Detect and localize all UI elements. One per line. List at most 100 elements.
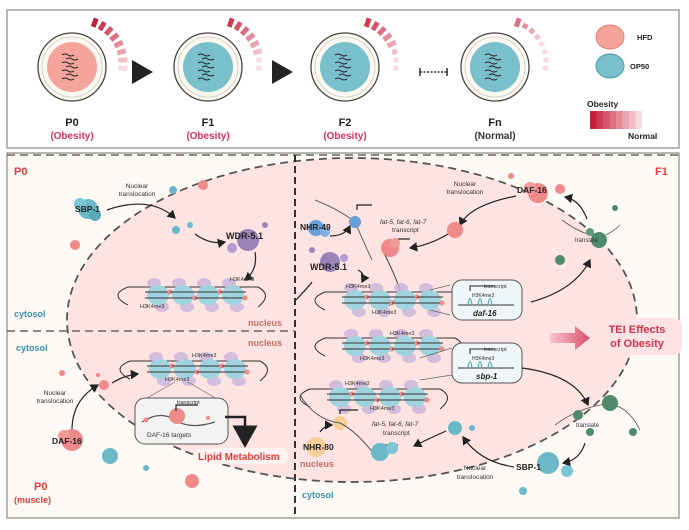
legend-hfd-label: HFD xyxy=(637,33,653,42)
scale-swatch xyxy=(635,111,642,129)
nucleosome xyxy=(174,359,196,379)
translocation-label-1b: translocation xyxy=(119,191,156,198)
legend-scale-low: Normal xyxy=(628,131,657,141)
h3k4me3-label-4: H3K4me3 xyxy=(165,377,189,383)
obesity-bar xyxy=(245,32,256,42)
nucleosome xyxy=(222,285,244,305)
chromatin-p0 xyxy=(117,278,266,312)
gen-label-p0: P0 xyxy=(65,117,78,129)
nucleosome xyxy=(197,285,219,305)
lipid-metabolism-label: Lipid Metabolism xyxy=(198,452,280,463)
panel-p0m-cytosol: cytosol xyxy=(16,343,48,353)
tei-effects-badge xyxy=(593,318,682,355)
nucleosome xyxy=(354,387,376,407)
translocation-label-2b: translocation xyxy=(37,398,74,405)
dish-f1 xyxy=(173,17,263,102)
h3k4me3-label-sbp1: H3K4me3 xyxy=(472,356,494,362)
obesity-bar xyxy=(109,32,120,42)
wdr51-label: WDR-5.1 xyxy=(226,231,263,241)
worm xyxy=(488,65,502,69)
ribosome-upper xyxy=(555,205,621,265)
obesity-bar xyxy=(391,48,398,55)
legend-scale-high: Obesity xyxy=(587,99,618,109)
h3k4me3-label-daf16: H3K4me3 xyxy=(472,293,494,299)
scale-swatch xyxy=(590,111,597,129)
scale-swatch xyxy=(629,111,636,129)
translocation-label-3b: translocation xyxy=(447,189,484,196)
h3k4me3-label-1: H3K4me3 xyxy=(230,277,254,283)
worm xyxy=(65,57,79,61)
worm xyxy=(488,57,502,61)
panel-p0-muscle: cytosol nucleus P0 (muscle) H3K4me3 H3K4… xyxy=(14,338,288,505)
chromatin-f1-c xyxy=(299,380,448,414)
obesity-bar xyxy=(541,48,548,55)
gene-box-sbp1: transcript H3K4me3 sbp-1 xyxy=(419,342,523,384)
worm xyxy=(61,61,75,65)
obesity-bar xyxy=(116,48,127,56)
gen-status-p0: (Obesity) xyxy=(50,131,93,142)
worm xyxy=(197,53,211,57)
daf16-label-muscle: DAF-16 xyxy=(52,436,82,446)
obesity-bar xyxy=(103,26,114,37)
obesity-bar xyxy=(376,26,387,37)
chromatin-p0-muscle xyxy=(119,352,268,386)
nucleosome xyxy=(419,290,441,310)
dish-f2 xyxy=(310,17,399,102)
obesity-bar xyxy=(528,27,536,35)
nucleosome xyxy=(369,290,391,310)
nucleosome xyxy=(394,336,416,356)
obesity-bar xyxy=(118,57,128,63)
worm xyxy=(338,57,352,61)
worm xyxy=(65,65,79,69)
translate-label-upper: translate xyxy=(575,238,599,244)
h3k4me3-label-6: H3K4me3 xyxy=(372,310,396,316)
obesity-bar xyxy=(392,65,399,72)
fat-genes-label-top: fat-5, fat-6, fat-7 xyxy=(380,219,427,226)
nucleosome xyxy=(224,359,246,379)
obesity-bar xyxy=(370,20,380,32)
panel-p0: P0 cytosol nucleus SBP-1 Nuclear translo… xyxy=(14,166,282,328)
worm xyxy=(197,69,211,73)
obesity-bar xyxy=(382,32,393,42)
legend-scale-bar xyxy=(590,111,642,129)
wdr51-protein-f1 xyxy=(309,247,348,272)
h3k4me3-label-8: H3K4me3 xyxy=(360,356,384,362)
panel-f1-title: F1 xyxy=(655,166,668,178)
chromatin-f1-a xyxy=(314,283,463,317)
obesity-bar xyxy=(252,48,263,56)
panel-p0m-subtitle: (muscle) xyxy=(14,495,51,505)
dish-p0 xyxy=(37,17,128,102)
panel-p0m-nucleus: nucleus xyxy=(248,338,282,348)
daf16-targets-box: transcript DAF-16 targets xyxy=(134,381,229,445)
sbp1-protein-f1 xyxy=(519,452,573,495)
gene-box-daf16: transcript H3K4me3 daf-16 xyxy=(429,279,523,321)
nucleosome xyxy=(379,387,401,407)
ellipsis-connector xyxy=(419,68,448,76)
panel-f1: F1 nucleus cytosol NHR-49 fat-5, fat-6, … xyxy=(295,166,682,500)
h3k4me3-label-7: H3K4me3 xyxy=(390,331,414,337)
worm xyxy=(338,65,352,69)
obesity-bar xyxy=(542,65,549,72)
gen-status-fn: (Normal) xyxy=(474,131,515,142)
obesity-bar xyxy=(533,33,541,41)
daf16-protein-f1 xyxy=(524,182,548,203)
transcript-label-daf16: transcript xyxy=(484,284,507,290)
transcript-label-bottom: transcript xyxy=(383,430,410,437)
nucleosome xyxy=(419,336,441,356)
worm xyxy=(484,61,498,65)
panel-p0-nucleus: nucleus xyxy=(248,318,282,328)
transcript-label-sbp1: transcript xyxy=(484,347,507,353)
worm xyxy=(484,53,498,57)
legend-op50-label: OP50 xyxy=(630,62,649,71)
transcript-label-top: transcript xyxy=(392,227,419,234)
obesity-bar xyxy=(256,57,262,63)
nucleosome xyxy=(149,359,171,379)
nucleosome xyxy=(147,285,169,305)
h3k4me3-label-3: H3K4me3 xyxy=(192,353,216,359)
gen-label-f2: F2 xyxy=(339,117,352,129)
translocation-label-4a: Nuclear xyxy=(464,465,487,472)
h3k4me3-label-10: H3K4me3 xyxy=(370,406,394,412)
gen-label-fn: Fn xyxy=(488,117,502,129)
nhr49-label: NHR-49 xyxy=(300,222,331,232)
